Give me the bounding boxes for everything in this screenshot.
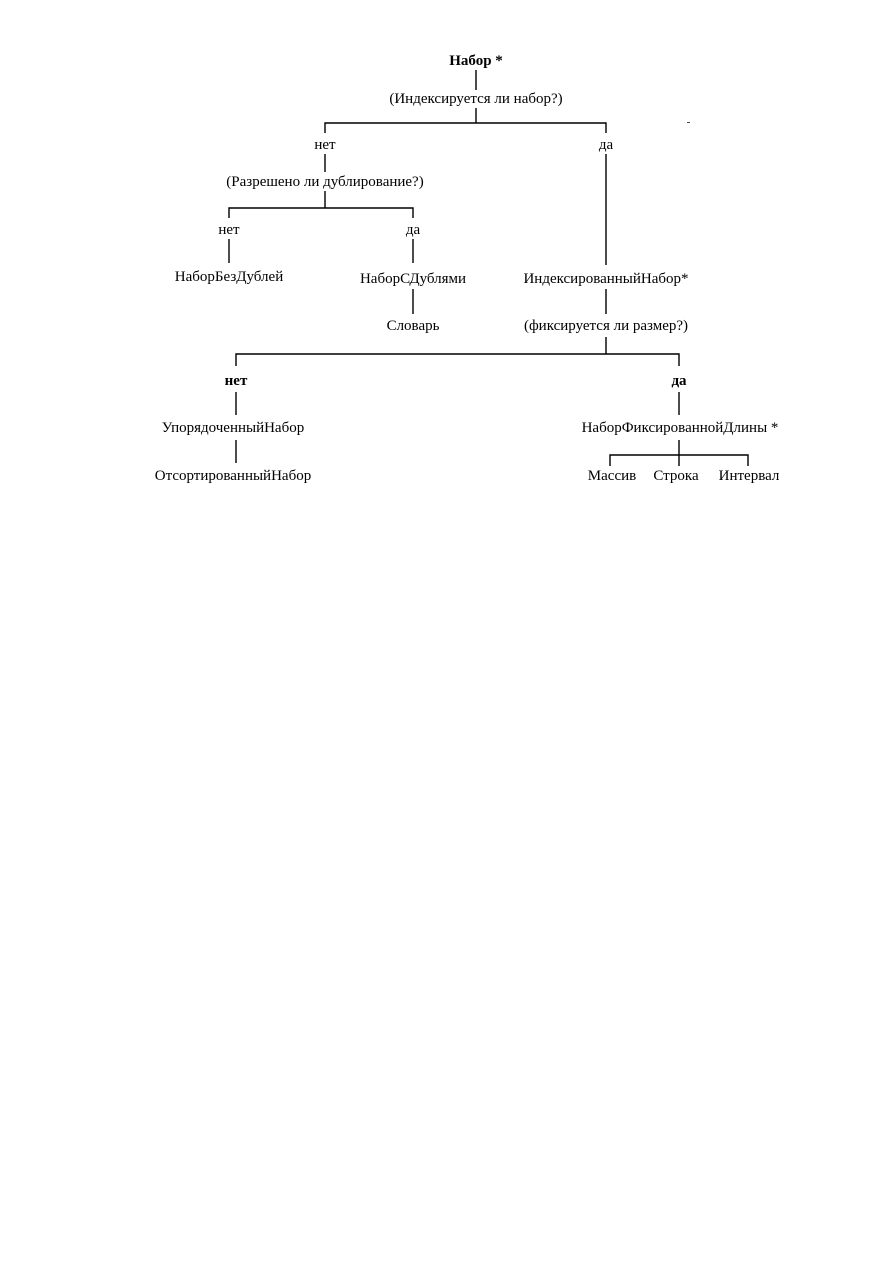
branch-yes-indexed: да bbox=[598, 137, 614, 153]
branch-no-dup: нет bbox=[218, 222, 240, 238]
branch-yes-fixed: да bbox=[671, 373, 687, 389]
bracket-indexed bbox=[324, 122, 607, 133]
node-dictionary: Словарь bbox=[386, 318, 440, 334]
question-fixed-size: (фиксируется ли размер?) bbox=[523, 318, 689, 334]
branch-no-fixed: нет bbox=[224, 373, 248, 389]
node-ordered-set: УпорядоченныйНабор bbox=[161, 420, 305, 436]
question-indexed: (Индексируется ли набор?) bbox=[389, 91, 563, 107]
node-sorted-set: ОтсортированныйНабор bbox=[154, 468, 312, 484]
node-interval: Интервал bbox=[718, 468, 780, 484]
node-fixed-length-set: НаборФиксированнойДлины * bbox=[581, 420, 779, 436]
node-indexed-set: ИндексированныйНабор* bbox=[523, 271, 689, 287]
node-root: Набор * bbox=[449, 53, 503, 69]
scan-speck bbox=[687, 122, 690, 123]
node-set-with-dups: НаборСДублями bbox=[359, 271, 467, 287]
question-duplicates: (Разрешено ли дублирование?) bbox=[226, 174, 424, 190]
node-set-no-dups: НаборБезДублей bbox=[174, 269, 284, 285]
node-string: Строка bbox=[653, 468, 699, 484]
branch-no-indexed: нет bbox=[314, 137, 336, 153]
bracket-fixed bbox=[235, 353, 680, 366]
node-array: Массив bbox=[587, 468, 637, 484]
bracket-dup bbox=[228, 207, 414, 218]
branch-yes-dup: да bbox=[405, 222, 421, 238]
